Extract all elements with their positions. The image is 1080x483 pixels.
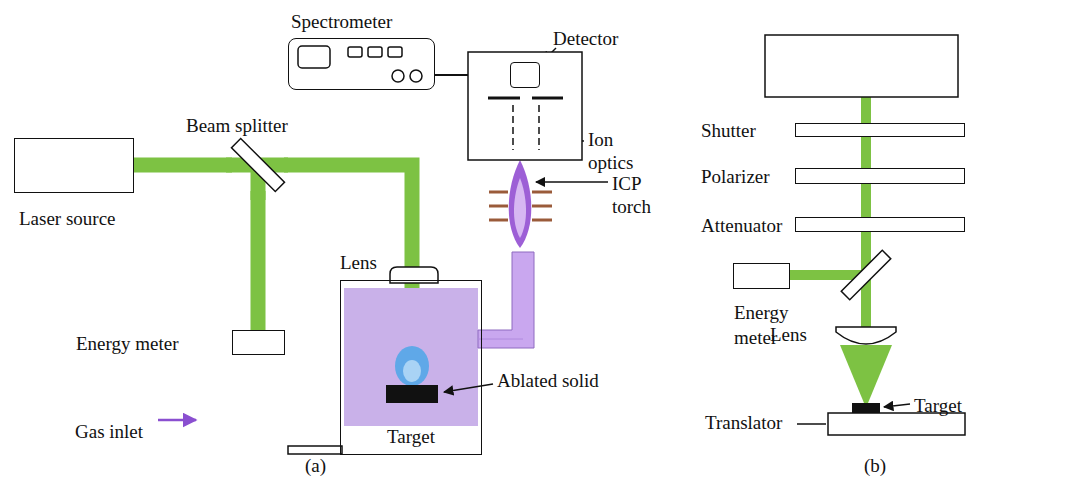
ablation-cell-part bbox=[288, 446, 342, 454]
leader-arrow-part bbox=[444, 384, 493, 392]
ablation-cell-part bbox=[386, 385, 438, 403]
beam-splitter-plate bbox=[231, 138, 284, 191]
beam-splitter-part bbox=[841, 250, 890, 299]
leader-arrow-part bbox=[536, 181, 608, 183]
mass-spectrometer-part bbox=[512, 105, 514, 150]
node-label: Attenuator bbox=[701, 214, 782, 239]
part-label: Target bbox=[914, 395, 962, 418]
part-label: Translator bbox=[705, 412, 782, 435]
icp-torch-part bbox=[514, 178, 526, 238]
panel-label: (b) bbox=[864, 455, 886, 478]
node-label: Detector bbox=[553, 27, 618, 52]
mass-spectrometer-part bbox=[538, 105, 540, 150]
laser-beam bbox=[251, 191, 266, 330]
ablation-chamber: Target bbox=[340, 280, 482, 455]
laser-beam-part bbox=[840, 345, 892, 403]
node-label: Energy meter bbox=[76, 332, 179, 357]
spectrometer-box: Spectrometer bbox=[288, 38, 435, 90]
beam-splitter bbox=[841, 250, 890, 299]
target-stage-part bbox=[828, 413, 965, 435]
node-label: Laser source bbox=[19, 207, 116, 232]
node-label: Spectrometer bbox=[291, 10, 392, 35]
leader-arrow-part bbox=[884, 404, 910, 407]
panel-label: (a) bbox=[305, 455, 326, 478]
mass-spectrometer-part bbox=[532, 97, 563, 100]
target-stage-part bbox=[852, 403, 880, 413]
laser-box-part bbox=[765, 35, 958, 97]
laser-source-box: Laser source bbox=[14, 138, 134, 193]
spectrometer-panel-part bbox=[388, 47, 402, 57]
ablation-cell-part bbox=[344, 288, 478, 426]
laser-beam bbox=[861, 184, 871, 217]
part-label: Ablated solid bbox=[497, 370, 599, 393]
icp-torch bbox=[489, 160, 552, 248]
node-label: Shutter bbox=[701, 119, 756, 144]
node-label: Target bbox=[387, 425, 435, 450]
energy-meter-box: Energy meter bbox=[733, 263, 790, 289]
lens bbox=[390, 267, 896, 344]
mass-spectrometer-part bbox=[435, 74, 468, 76]
part-label: ICP torch bbox=[612, 173, 666, 219]
part-label: Lens bbox=[770, 324, 807, 347]
icp-torch-part bbox=[489, 205, 508, 208]
spectrometer-panel-part bbox=[392, 70, 404, 82]
part-label: Gas inlet bbox=[75, 421, 143, 444]
ablation-cell-part bbox=[395, 346, 429, 386]
laser-beam bbox=[861, 137, 871, 168]
ablation-cell-part bbox=[478, 339, 523, 340]
spectrometer-panel bbox=[298, 46, 422, 82]
icp-torch-part bbox=[489, 191, 508, 194]
laser-box bbox=[765, 35, 958, 97]
node-label: Beam splitter bbox=[186, 114, 288, 139]
mass-spectrometer-part bbox=[468, 52, 582, 160]
spectrometer-panel-part bbox=[368, 47, 382, 57]
spectrometer-panel-part bbox=[410, 70, 422, 82]
laser-beam-part bbox=[861, 97, 871, 124]
icp-torch-part bbox=[532, 191, 552, 194]
mass-spectrometer bbox=[435, 52, 582, 160]
beam-splitter-shape bbox=[232, 139, 284, 191]
attenuator-box: Attenuator bbox=[795, 217, 965, 232]
mass-spectrometer-part bbox=[488, 97, 520, 100]
leader-arrow bbox=[158, 48, 910, 424]
ablation-cell bbox=[288, 252, 534, 454]
polarizer-box: Polarizer bbox=[795, 168, 965, 184]
laser-beam bbox=[284, 165, 412, 280]
part-label: Ion optics bbox=[588, 129, 650, 175]
icp-torch-part bbox=[509, 160, 532, 248]
node-label: Polarizer bbox=[701, 165, 770, 190]
lens-part bbox=[836, 327, 896, 344]
leader-arrow-part bbox=[158, 419, 196, 422]
icp-torch-part bbox=[489, 219, 508, 222]
shutter-box: Shutter bbox=[795, 123, 965, 137]
laser-beam bbox=[134, 158, 232, 173]
ablation-cell-part bbox=[478, 252, 534, 348]
part-label: Lens bbox=[340, 252, 377, 275]
energy-meter-box: Energy meter bbox=[232, 330, 285, 355]
beam-splitter: Beam splitter bbox=[232, 139, 284, 191]
icp-torch-part bbox=[532, 219, 552, 222]
detector-box: Detector bbox=[510, 62, 540, 88]
spectrometer-panel-part bbox=[298, 46, 330, 68]
spectrometer-panel-part bbox=[348, 47, 362, 57]
ablation-cell-part bbox=[403, 360, 421, 382]
leader-arrow-part bbox=[797, 423, 826, 425]
icp-torch-part bbox=[532, 205, 552, 208]
